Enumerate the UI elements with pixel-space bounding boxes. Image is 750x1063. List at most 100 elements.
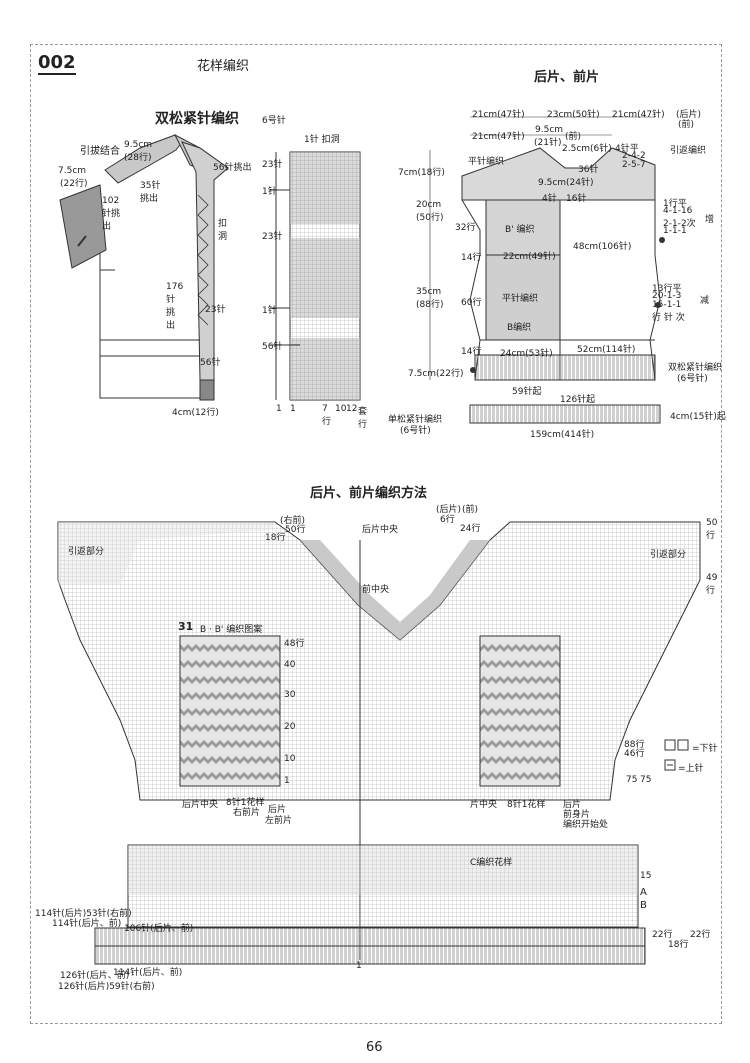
region-short-rows: 引返编织	[670, 146, 707, 156]
buttonhole-label: 扣洞	[218, 219, 228, 242]
lbl-front-center: 前中央	[362, 585, 390, 595]
r14a: 14行	[461, 253, 482, 263]
region-rib-double-needle: (6号针)	[677, 374, 708, 384]
pattern-title: 花样编织	[197, 59, 250, 74]
n16: 16针	[566, 194, 587, 204]
h75: 7.5cm(22行)	[408, 369, 464, 379]
body-schematic	[429, 116, 665, 424]
legend-knit: =下针	[692, 744, 718, 754]
band-dim: 4cm(15针)起	[670, 412, 726, 422]
lbl-106: 106针(后片、前)	[124, 924, 194, 934]
lbl-left-front: 左前片	[265, 816, 293, 826]
dec-rule-3: 15-1-1	[652, 300, 682, 310]
bh-label-2: 1针	[262, 187, 277, 197]
lbl-short-right: 引返部分	[650, 550, 687, 560]
bh-bottom-4: 10	[335, 404, 347, 414]
r2-left: 21cm(47针)	[472, 132, 525, 142]
h20b: (50行)	[416, 213, 444, 223]
region-rib-single: 单松紧针编织	[388, 415, 443, 425]
inc-rule-3: 2-1-2次	[663, 219, 696, 229]
region-stockinette-top: 平针编织	[468, 157, 505, 167]
chart31-num: 31	[178, 620, 194, 633]
lbl-right-front: (右前)	[280, 516, 306, 526]
bh-bottom-5: 12	[346, 404, 358, 414]
r60: 60行	[461, 298, 482, 308]
h35: 35cm	[416, 287, 442, 297]
region-rib-single-needle: (6号针)	[400, 426, 431, 436]
neck-bottom: 9.5cm(24针)	[538, 178, 594, 188]
lbl-one: 1	[356, 961, 362, 971]
lbl-back-center2: 后片中央	[182, 800, 219, 810]
lbl-r50r: 50行	[706, 518, 718, 541]
lbl-back-center: 后片中央	[362, 525, 399, 535]
lbl-r46: 46行	[624, 749, 645, 759]
pick-176: 176针挑出	[166, 282, 184, 331]
r2-mid2: (21针)	[534, 138, 562, 148]
rib-title: 双松紧针编织	[155, 111, 239, 127]
lbl-repeat8b: 8针1花样	[507, 800, 546, 810]
width-1-rows: (22行)	[60, 179, 88, 189]
h7: 7cm(18行)	[398, 168, 445, 178]
w48: 48cm(106针)	[573, 242, 632, 252]
bh-label-5: 56针	[262, 342, 283, 352]
bh-label-1: 23针	[262, 160, 283, 170]
lbl-r24: 24行	[460, 524, 481, 534]
legend-purl: =上针	[678, 764, 704, 774]
inc-rule-4: 1-1-1	[663, 226, 687, 236]
lbl-r22: 22行	[652, 930, 673, 940]
lbl-front: (前)	[462, 505, 479, 515]
dec-rule-1: 13行平	[652, 284, 682, 294]
neck-dim2: 2.5cm(6针)	[562, 144, 612, 154]
h35b: (88行)	[416, 300, 444, 310]
pick-35: 35针挑出	[140, 181, 161, 204]
inc-rule-1: 1行平	[663, 199, 687, 209]
tick30: 30	[284, 690, 296, 700]
n4: 4针	[542, 194, 557, 204]
lbl-r18: 18行	[265, 533, 286, 543]
lbl-back2: 后片	[563, 800, 582, 810]
lbl-repeat8: 8针1花样	[226, 798, 265, 808]
lbl-back: (后片)	[436, 505, 462, 515]
h20: 20cm	[416, 200, 442, 210]
top-dim-3: 21cm(47针)	[612, 110, 665, 120]
dec-rule-4: 行 针 次	[652, 313, 685, 323]
cast-126: 126针起	[560, 395, 596, 405]
cast-59: 59针起	[512, 387, 542, 397]
pick-102: 102针挑出	[102, 196, 121, 232]
lbl-r49r: 49行	[706, 573, 718, 596]
lbl-back-piece: 后片	[268, 805, 287, 815]
lbl-r15: 15	[640, 871, 652, 881]
region-stockinette-mid: 平针编织	[502, 294, 539, 304]
stitch-56: 56针	[200, 358, 221, 368]
rule-2: 2-5-7	[622, 160, 646, 170]
inc-rule-2: 4-1-16	[663, 206, 693, 216]
region-rib-double: 双松紧针编织	[668, 363, 723, 373]
pickup-join: 引拔结合	[80, 146, 120, 157]
w22: 22cm(49针)	[503, 252, 556, 262]
top-dim-1: 21cm(47针)	[472, 110, 525, 120]
lbl-r22b: 22行	[690, 930, 711, 940]
buttonhole-chart-title: 1针 扣洞	[304, 135, 340, 145]
lbl-r75b: 75	[640, 775, 652, 785]
lbl-front-body: 前身片	[563, 810, 591, 820]
bh-bottom-6: 套行	[358, 407, 368, 430]
lbl-114-53: 114针(后片)53针(右前)	[35, 909, 132, 919]
r2-front: (前)	[565, 132, 582, 142]
main-chart-title: 后片、前片编织方法	[310, 486, 428, 501]
pick-56: 56针挑出	[213, 163, 252, 173]
bh-bottom-2: 1	[290, 404, 296, 414]
page-frame	[30, 44, 722, 1024]
lbl-a: A	[640, 887, 647, 898]
r14b: 14行	[461, 347, 482, 357]
tick48: 48行	[284, 639, 305, 649]
buttonhole-chart	[270, 151, 361, 401]
shoulder: 4针平	[615, 144, 639, 154]
width-2-rows: (28行)	[124, 153, 152, 163]
r2-mid: 9.5cm	[535, 125, 564, 135]
bh-label-3: 23针	[262, 232, 283, 242]
lbl-126-59: 126针(后片)59针(右前)	[58, 982, 155, 992]
dec-rule-2: 20-1-3	[652, 291, 682, 301]
w24: 24cm(53针)	[500, 349, 553, 359]
tick10: 10	[284, 754, 296, 764]
